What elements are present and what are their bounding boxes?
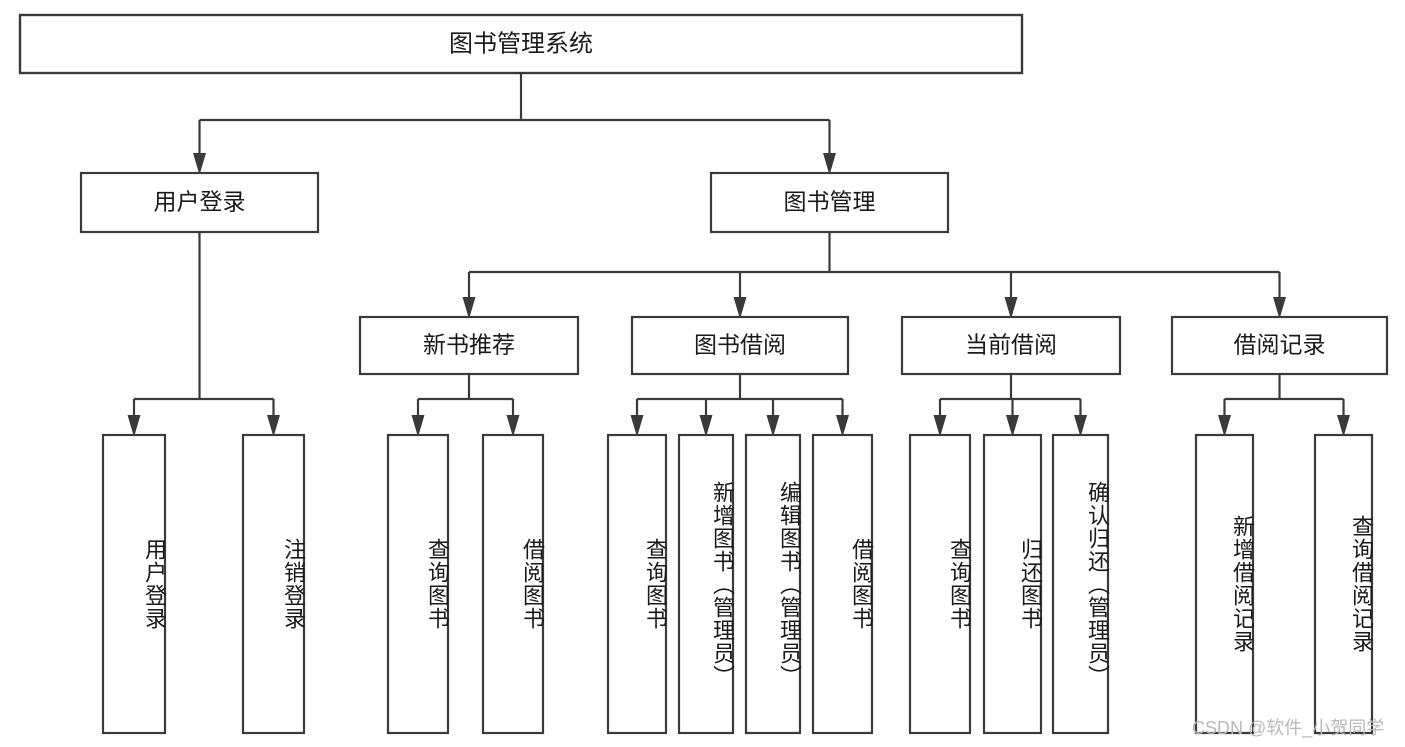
node-label-book-manage: 图书管理 <box>784 189 876 215</box>
node-box-leaf-borrow-book-2 <box>811 433 874 735</box>
node-box-leaf-return-book <box>982 433 1043 735</box>
edge-group-current-borrow <box>933 374 1087 437</box>
arrow-icon-leaf-query-book-2 <box>630 415 644 437</box>
node-leaf-edit-book[interactable] <box>744 433 802 735</box>
arrow-icon-leaf-borrow-book-2 <box>836 415 849 437</box>
node-leaf-query-record[interactable] <box>1313 433 1374 735</box>
node-box-user-login <box>79 171 320 234</box>
edge-group-user-login <box>127 232 280 437</box>
arrow-icon-leaf-user-login <box>127 415 141 437</box>
arrow-icon-leaf-query-book-3 <box>933 415 947 437</box>
node-label-root: 图书管理系统 <box>449 30 593 57</box>
arrow-icon-borrow-record <box>1273 297 1286 319</box>
node-box-leaf-confirm-return <box>1051 433 1110 735</box>
arrow-icon-leaf-return-book <box>1006 415 1019 437</box>
node-box-leaf-query-book-2 <box>606 433 668 735</box>
node-box-leaf-add-record <box>1194 433 1255 735</box>
arrow-icon-leaf-query-book-1 <box>411 415 425 437</box>
arrow-icon-book-borrow <box>733 297 747 319</box>
edge-group-book-manage <box>462 232 1286 319</box>
arrow-icon-leaf-logout <box>267 415 280 437</box>
node-leaf-user-login[interactable] <box>101 433 167 735</box>
edge-group-book-borrow <box>630 374 849 437</box>
node-label-current-borrow: 当前借阅 <box>965 332 1057 358</box>
node-leaf-query-book-1[interactable] <box>386 433 450 735</box>
node-label-new-book-recommend: 新书推荐 <box>423 332 515 358</box>
arrow-icon-current-borrow <box>1004 297 1018 319</box>
node-box-borrow-record <box>1170 315 1389 376</box>
node-new-book-recommend[interactable]: 新书推荐 <box>358 315 580 376</box>
node-root[interactable]: 图书管理系统 <box>18 13 1024 75</box>
watermark-text: CSDN @软件_小贺同学 <box>1192 718 1385 738</box>
arrow-icon-new-book-recommend <box>462 297 476 319</box>
arrow-icon-leaf-add-book <box>699 415 713 437</box>
arrow-icon-leaf-query-record <box>1337 415 1350 437</box>
node-leaf-return-book[interactable] <box>982 433 1043 735</box>
node-box-book-manage <box>709 171 950 234</box>
node-box-leaf-borrow-book-1 <box>481 433 545 735</box>
node-borrow-record[interactable]: 借阅记录 <box>1170 315 1389 376</box>
node-box-leaf-query-record <box>1313 433 1374 735</box>
node-box-leaf-edit-book <box>744 433 802 735</box>
edge-group-new-book-recommend <box>411 374 520 437</box>
node-box-root <box>18 13 1024 75</box>
node-box-leaf-logout <box>241 433 306 735</box>
arrow-icon-user-login <box>193 153 206 175</box>
node-leaf-confirm-return[interactable] <box>1051 433 1110 735</box>
node-leaf-borrow-book-1[interactable] <box>481 433 545 735</box>
arrow-icon-leaf-edit-book <box>766 415 780 437</box>
node-leaf-add-book[interactable] <box>677 433 735 735</box>
node-user-login[interactable]: 用户登录 <box>79 171 320 234</box>
node-box-new-book-recommend <box>358 315 580 376</box>
edge-group-borrow-record <box>1218 374 1350 437</box>
node-current-borrow[interactable]: 当前借阅 <box>900 315 1122 376</box>
node-label-borrow-record: 借阅记录 <box>1234 332 1326 358</box>
node-leaf-borrow-book-2[interactable] <box>811 433 874 735</box>
node-box-leaf-add-book <box>677 433 735 735</box>
arrow-icon-book-manage <box>823 153 836 175</box>
arrow-icon-leaf-confirm-return <box>1074 415 1087 437</box>
node-label-book-borrow: 图书借阅 <box>694 332 786 358</box>
node-book-manage[interactable]: 图书管理 <box>709 171 950 234</box>
node-leaf-logout[interactable] <box>241 433 306 735</box>
node-box-book-borrow <box>630 315 850 376</box>
arrow-icon-leaf-borrow-book-1 <box>506 415 520 437</box>
node-leaf-query-book-2[interactable] <box>606 433 668 735</box>
node-box-leaf-user-login <box>101 433 167 735</box>
node-box-leaf-query-book-3 <box>908 433 972 735</box>
arrow-icon-leaf-add-record <box>1218 415 1231 437</box>
node-box-leaf-query-book-1 <box>386 433 450 735</box>
edges-layer <box>127 73 1350 437</box>
node-leaf-add-record[interactable] <box>1194 433 1255 735</box>
edge-group-root <box>193 73 836 175</box>
node-label-user-login: 用户登录 <box>154 189 246 215</box>
node-box-current-borrow <box>900 315 1122 376</box>
node-leaf-query-book-3[interactable] <box>908 433 972 735</box>
node-book-borrow[interactable]: 图书借阅 <box>630 315 850 376</box>
